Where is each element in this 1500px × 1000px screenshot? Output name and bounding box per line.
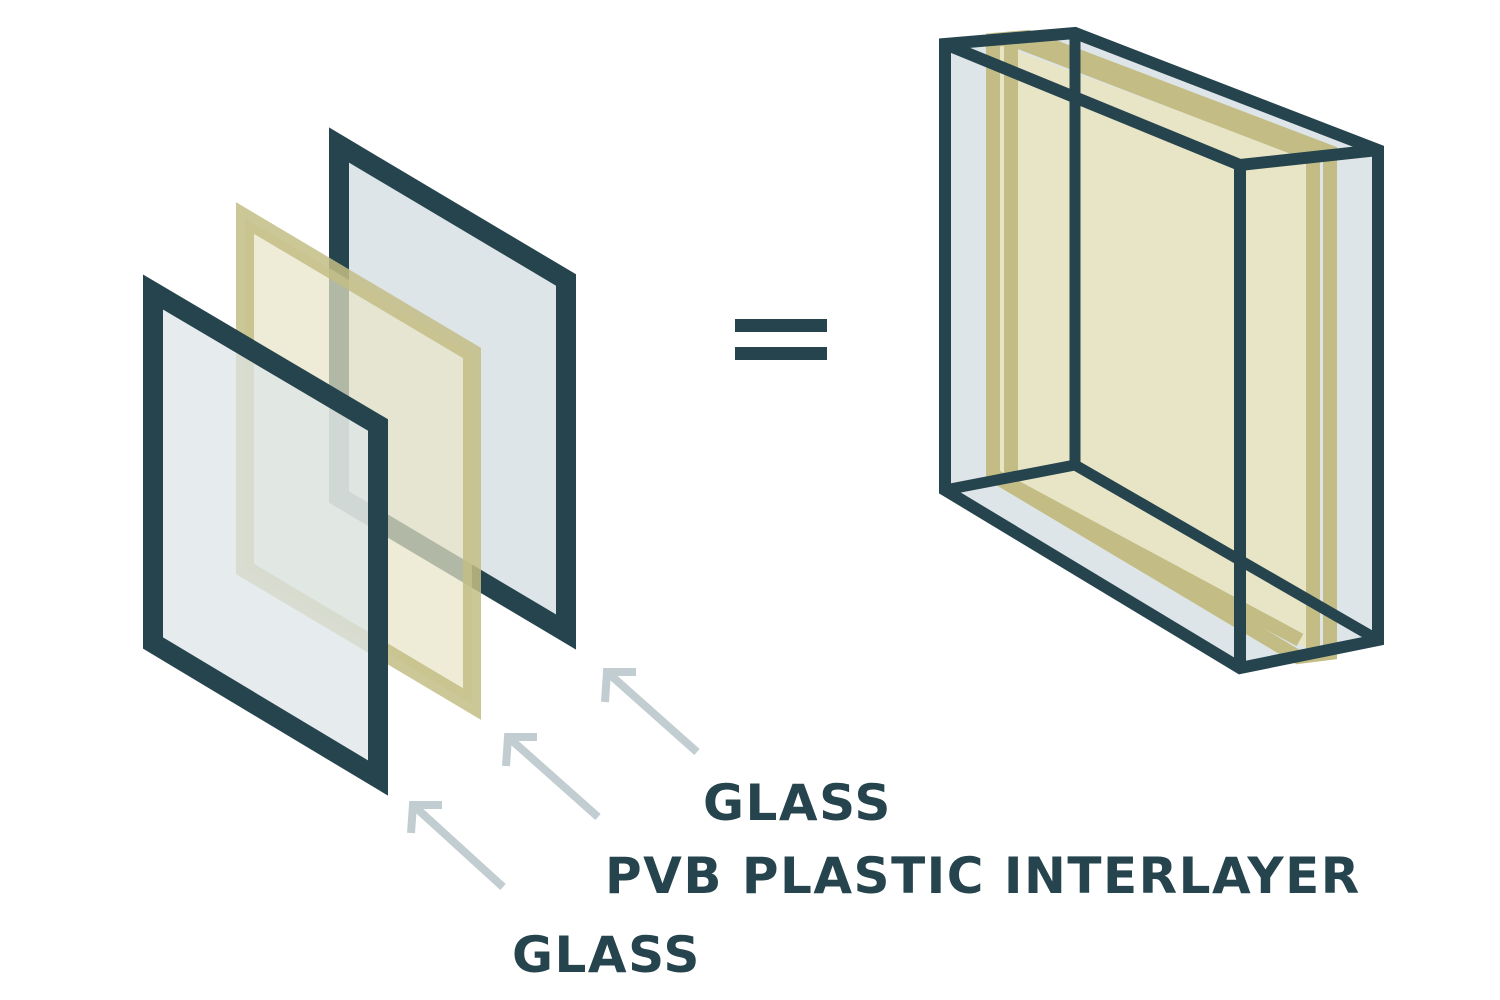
assembled-laminate	[939, 26, 1384, 675]
equals-sign	[735, 319, 827, 360]
label-pvb-interlayer: PVB PLASTIC INTERLAYER	[605, 847, 1361, 905]
arrow-interlayer	[502, 733, 601, 820]
label-arrows	[407, 668, 700, 890]
arrow-back-glass	[601, 668, 700, 755]
exploded-layers	[143, 127, 576, 796]
arrow-front-glass	[407, 801, 506, 890]
label-back-glass: GLASS	[703, 774, 892, 832]
front-glass-pane	[143, 274, 388, 796]
label-front-glass: GLASS	[512, 926, 701, 984]
